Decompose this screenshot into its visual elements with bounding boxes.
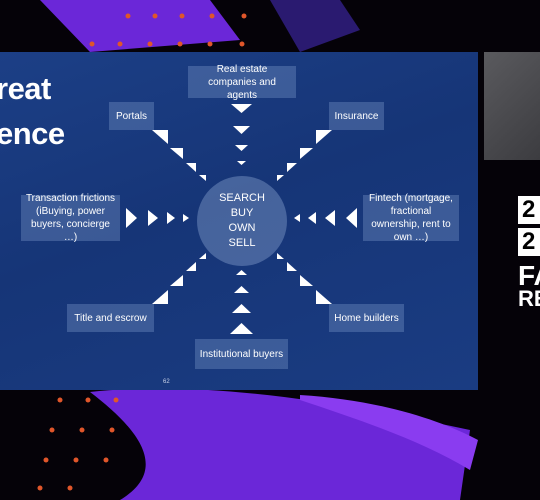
box-label: Home builders	[334, 312, 399, 324]
box-label: Institutional buyers	[199, 348, 284, 360]
box-home-builders: Home builders	[329, 304, 404, 332]
arrow-right-2	[325, 210, 335, 226]
box-real-estate-companies: Real estate companies and agents	[188, 64, 296, 101]
search-buy-own-sell-hub: SEARCH BUY OWN SELL	[197, 176, 287, 266]
arrow-tl-4	[199, 175, 206, 181]
hub-label: SEARCH BUY OWN SELL	[219, 192, 265, 249]
arrow-right-3	[308, 212, 316, 224]
logo-word-1: FA	[518, 260, 540, 291]
arrow-right-1	[346, 208, 357, 228]
arrow-tl-3	[186, 163, 196, 172]
arrow-bottom-3	[234, 286, 249, 293]
box-title-and-escrow: Title and escrow	[67, 304, 154, 332]
arrow-br-4	[277, 253, 284, 259]
logo-year-part-2: 2	[518, 228, 540, 256]
arrow-bl-1	[152, 290, 168, 304]
box-label: Title and escrow	[74, 312, 147, 324]
arrow-tr-4	[277, 175, 284, 181]
arrow-br-2	[300, 275, 313, 286]
arrow-left-1	[126, 208, 137, 228]
arrow-bottom-2	[232, 304, 251, 313]
arrow-top-4	[237, 161, 246, 165]
box-fintech: Fintech (mortgage, fractional ownership,…	[363, 193, 459, 243]
box-label: Real estate companies and agents	[208, 63, 276, 101]
arrow-left-2	[148, 210, 158, 226]
arrow-br-1	[316, 290, 332, 304]
arrow-bl-3	[186, 262, 196, 271]
arrow-top-3	[235, 145, 248, 151]
arrow-bl-2	[170, 275, 183, 286]
arrow-top-1	[231, 104, 252, 113]
event-logo: 2 2 FA RE	[518, 196, 540, 310]
arrow-bottom-1	[230, 323, 253, 334]
arrow-tr-3	[287, 163, 297, 172]
arrow-left-4	[183, 214, 189, 222]
arrow-left-3	[167, 212, 175, 224]
arrow-right-4	[294, 214, 300, 222]
logo-word-2: RE	[518, 286, 540, 311]
logo-year-part-1: 2	[518, 196, 540, 224]
box-label: Fintech (mortgage, fractional ownership,…	[369, 193, 453, 243]
box-transaction-frictions: Transaction frictions (iBuying, power bu…	[21, 193, 120, 243]
arrow-top-2	[233, 126, 250, 134]
arrow-tl-2	[170, 148, 183, 159]
arrow-tr-1	[316, 130, 332, 144]
slide-number: 62	[163, 379, 170, 385]
box-label: Portals	[115, 110, 148, 122]
arrow-tr-2	[300, 148, 313, 159]
speaker-video-thumbnail	[484, 52, 540, 160]
arrow-bottom-4	[236, 270, 247, 275]
presentation-slide: reat ence	[0, 52, 478, 390]
box-label: Transaction frictions (iBuying, power bu…	[25, 193, 116, 243]
arrow-br-3	[287, 262, 297, 271]
box-institutional-buyers: Institutional buyers	[195, 339, 288, 369]
box-label: Insurance	[334, 110, 379, 122]
box-insurance: Insurance	[329, 102, 384, 130]
arrow-tl-1	[152, 130, 168, 144]
arrow-diagram	[126, 104, 357, 334]
box-portals: Portals	[109, 102, 154, 130]
arrow-bl-4	[199, 253, 206, 259]
slide-title: reat ence	[0, 71, 65, 151]
